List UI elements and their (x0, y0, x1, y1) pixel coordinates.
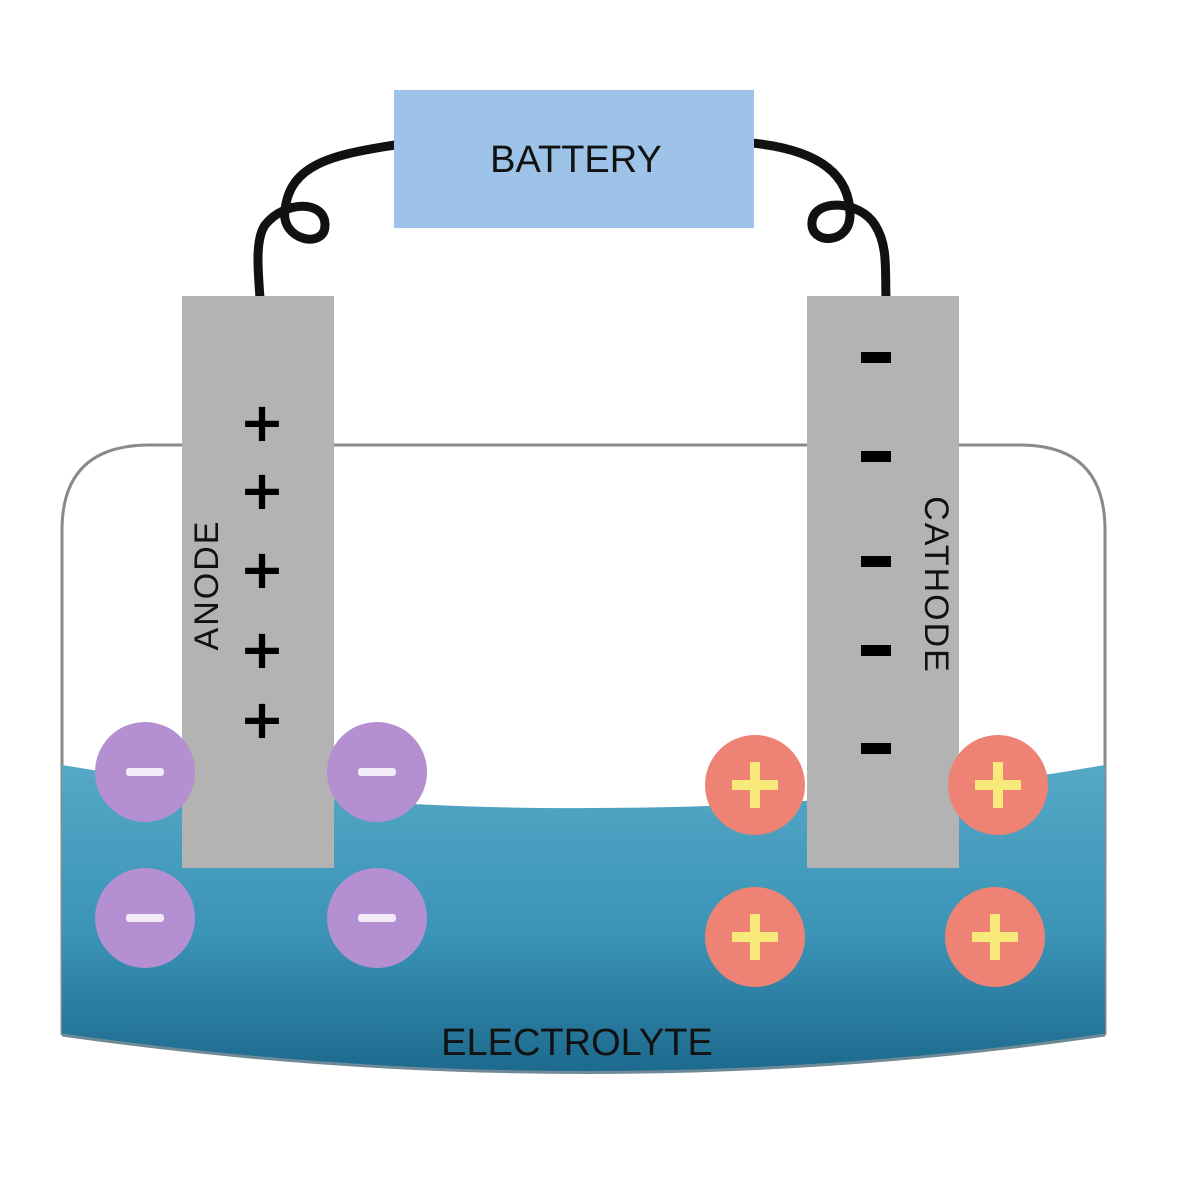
positive-ion (705, 735, 805, 835)
battery-label: BATTERY (490, 139, 662, 181)
cathode-charge-minus (861, 556, 891, 567)
container-bottom (61, 1033, 1106, 1074)
negative-ion (327, 722, 427, 822)
anode-charge-plus: + (239, 618, 284, 681)
battery (394, 90, 754, 228)
cathode-charge-minus (861, 352, 891, 363)
minus-sign (358, 914, 396, 922)
positive-ions (705, 735, 1048, 987)
minus-sign (126, 768, 164, 776)
anode-electrode (182, 296, 334, 868)
positive-ion (948, 735, 1048, 835)
plus-sign-vertical (990, 914, 1000, 960)
anode-label: ANODE (188, 520, 226, 651)
anode-charge-plus: + (239, 688, 284, 751)
cathode-electrode (807, 296, 959, 868)
minus-sign (358, 768, 396, 776)
cathode-charges (861, 352, 891, 754)
negative-ion (327, 868, 427, 968)
positive-ion (945, 887, 1045, 987)
anode-charge-plus: + (239, 391, 284, 454)
anode-charges: +++++ (239, 391, 284, 751)
plus-sign-vertical (993, 762, 1003, 808)
cathode-charge-minus (861, 743, 891, 754)
minus-sign (126, 914, 164, 922)
negative-ion (95, 868, 195, 968)
cathode-wire (747, 138, 891, 303)
plus-sign-vertical (750, 914, 760, 960)
anode-charge-plus: + (239, 538, 284, 601)
electrolyte-label: ELECTROLYTE (441, 1022, 713, 1064)
anode-wire (253, 140, 400, 303)
plus-sign-vertical (750, 762, 760, 808)
cathode-label: CATHODE (917, 496, 955, 674)
positive-ion (705, 887, 805, 987)
cathode-charge-minus (861, 645, 891, 656)
negative-ion (95, 722, 195, 822)
anode-charge-plus: + (239, 459, 284, 522)
negative-ions (95, 722, 427, 968)
cathode-charge-minus (861, 451, 891, 462)
